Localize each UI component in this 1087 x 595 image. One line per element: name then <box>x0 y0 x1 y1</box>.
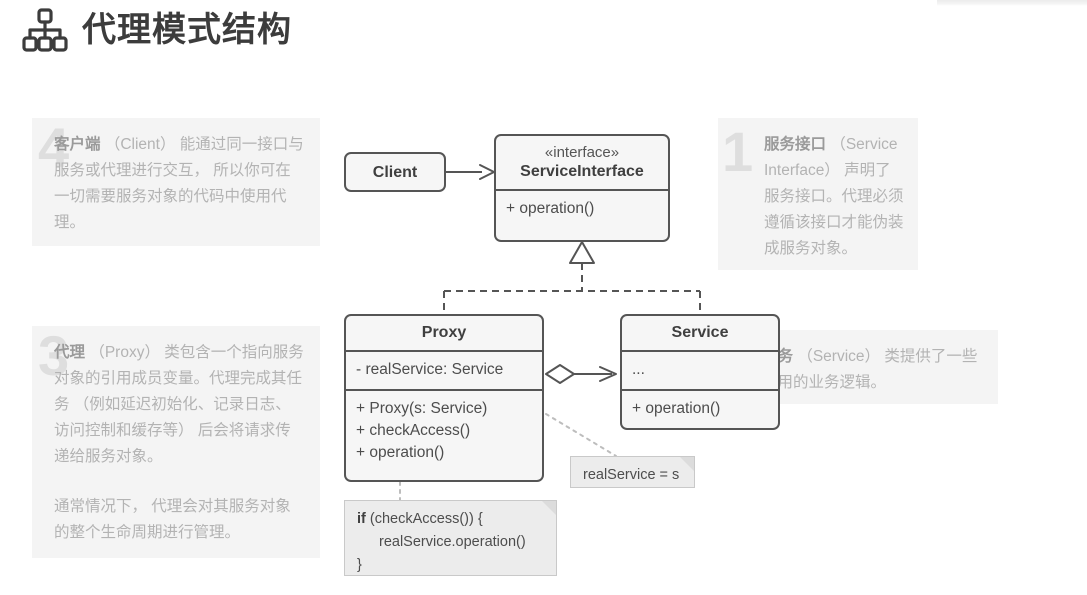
class-methods: + operation() <box>622 389 778 428</box>
annotation-number-1: 1 <box>722 120 754 183</box>
annotation-paragraph: 代理 （Proxy） 类包含一个指向服务对象的引用成员变量。代理完成其任务 （例… <box>54 344 304 465</box>
method-row: + operation() <box>356 444 445 461</box>
annotation-paragraph: 服务接口 （Service Interface） 声明了服务接口。代理必须遵循该… <box>764 136 904 257</box>
attribute-row: - realService: Service <box>356 361 504 378</box>
leader-to-assignment-note <box>545 413 617 457</box>
annotation-text-1: 服务接口 （Service Interface） 声明了服务接口。代理必须遵循该… <box>718 118 918 276</box>
aggregation-proxy-to-service <box>545 364 617 384</box>
class-name: Proxy <box>421 324 467 341</box>
method-row: + operation() <box>506 200 595 217</box>
class-name: ServiceInterface <box>520 163 644 180</box>
annotation-text-3: 代理 （Proxy） 类包含一个指向服务对象的引用成员变量。代理完成其任务 （例… <box>32 326 320 560</box>
class-attributes: - realService: Service <box>346 350 542 389</box>
annotation-number-4: 4 <box>38 116 70 179</box>
class-header: «interface» ServiceInterface <box>496 136 668 189</box>
uml-class-proxy[interactable]: Proxy - realService: Service + Proxy(s: … <box>344 314 544 482</box>
uml-class-client[interactable]: Client <box>344 152 446 192</box>
class-name: Service <box>671 324 729 341</box>
annotation-paragraph: 通常情况下， 代理会对其服务对象的整个生命周期进行管理。 <box>54 498 291 541</box>
class-methods: + operation() <box>496 189 668 228</box>
annotation-panel-4: 4 客户端 （Client） 能通过同一接口与服务或代理进行交互， 所以你可在一… <box>32 118 320 246</box>
class-attributes: ... <box>622 350 778 389</box>
annotation-paragraph: 服务 （Service） 类提供了一些实用的业务逻辑。 <box>762 348 978 391</box>
class-stereotype: «interface» <box>544 144 620 161</box>
page-title: 代理模式结构 <box>82 11 292 49</box>
code-keyword: if <box>357 511 366 527</box>
uml-note-code: if (checkAccess()) { realService.operati… <box>344 500 557 576</box>
association-client-to-interface <box>446 164 495 180</box>
code-line-3: } <box>357 557 362 573</box>
uml-note-assignment: realService = s <box>570 456 695 488</box>
annotation-text-2: 服务 （Service） 类提供了一些实用的业务逻辑。 <box>718 330 998 410</box>
sitemap-icon <box>22 8 68 52</box>
annotation-panel-3: 3 代理 （Proxy） 类包含一个指向服务对象的引用成员变量。代理完成其任务 … <box>32 326 320 558</box>
page-header: 代理模式结构 <box>22 8 292 52</box>
annotation-text-4: 客户端 （Client） 能通过同一接口与服务或代理进行交互， 所以你可在一切需… <box>32 118 320 250</box>
annotation-panel-1: 1 服务接口 （Service Interface） 声明了服务接口。代理必须遵… <box>718 118 918 270</box>
attribute-row: ... <box>632 361 645 378</box>
class-name: Client <box>372 163 418 181</box>
code-line-1-rest: (checkAccess()) { <box>365 511 483 527</box>
method-row: + operation() <box>632 400 721 417</box>
code-line-2: realService.operation() <box>379 534 526 550</box>
uml-class-service-interface[interactable]: «interface» ServiceInterface + operation… <box>494 134 670 242</box>
annotation-number-3: 3 <box>38 324 70 387</box>
method-row: + Proxy(s: Service) <box>356 400 488 417</box>
code-line-1: if (checkAccess()) { <box>357 508 544 531</box>
top-edge-sliver <box>937 0 1087 6</box>
annotation-paragraph: 客户端 （Client） 能通过同一接口与服务或代理进行交互， 所以你可在一切需… <box>54 136 304 231</box>
method-row: + checkAccess() <box>356 422 471 439</box>
class-methods: + Proxy(s: Service) + checkAccess() + op… <box>346 389 542 472</box>
realization-triangle <box>443 241 701 314</box>
uml-class-service[interactable]: Service ... + operation() <box>620 314 780 430</box>
note-text: realService = s <box>583 467 680 483</box>
